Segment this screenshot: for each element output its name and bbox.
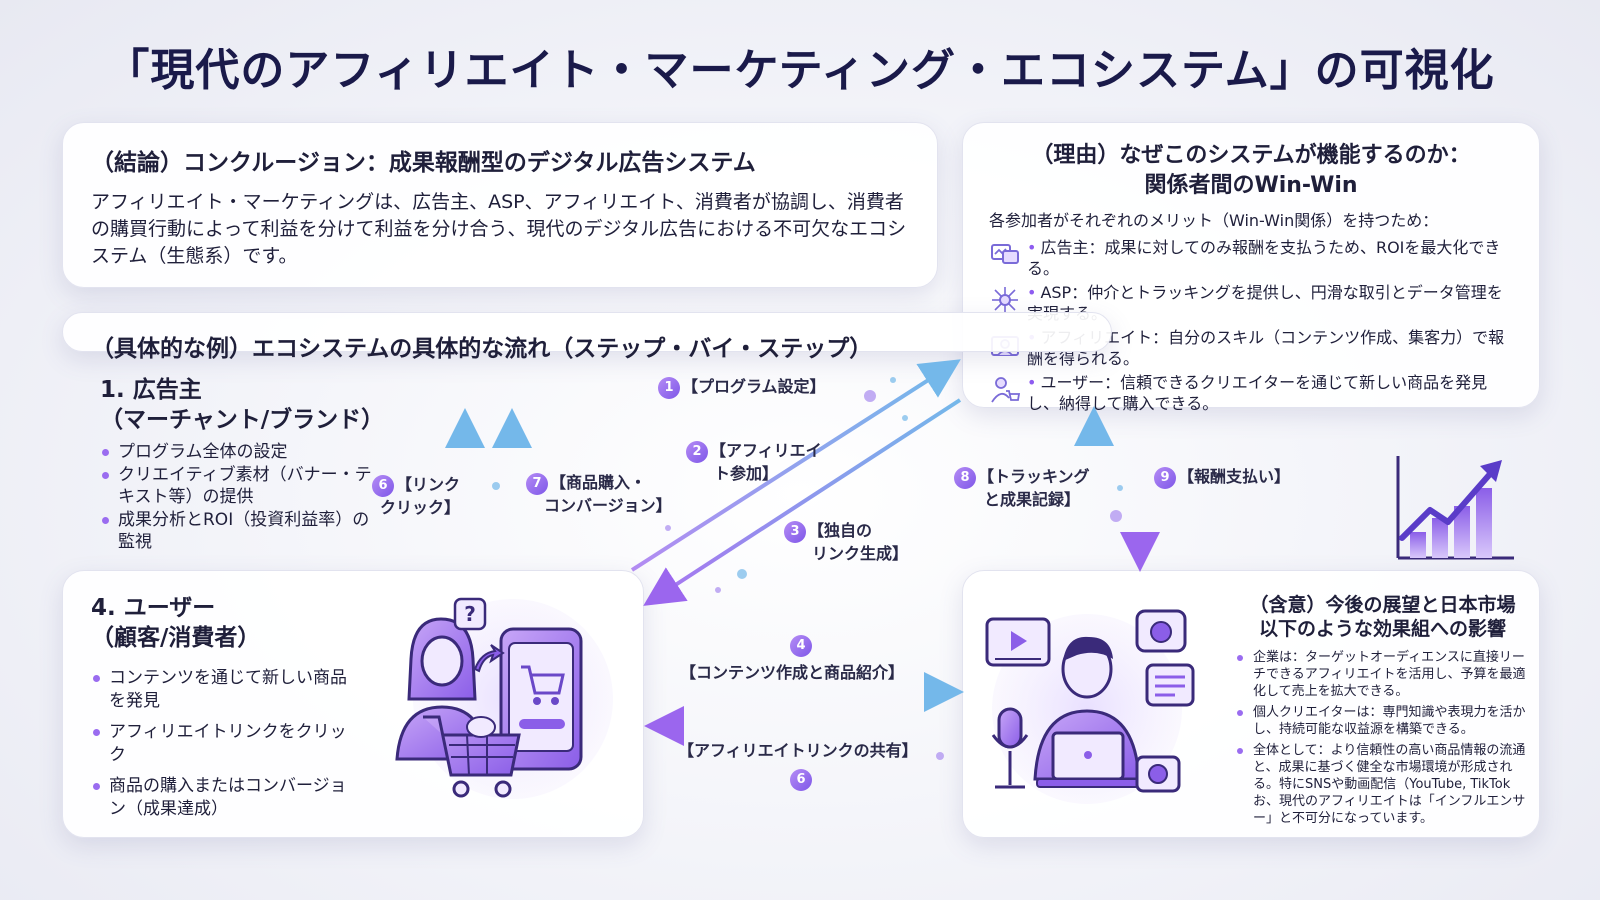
step8-label: 8【トラッキング と成果記録】 (954, 466, 1090, 510)
step7-text1: 【商品購入・ (550, 473, 647, 492)
step1-number: 1 (658, 377, 680, 399)
implication-heading: （含意）今後の展望と日本市場 以下のような効果組への影響 (1235, 593, 1530, 641)
question-mark: ? (464, 602, 476, 626)
step8-number: 8 (954, 467, 976, 489)
creator-illustration (985, 609, 1195, 804)
list-item: プログラム全体の設定 (100, 441, 380, 463)
network-icon (992, 287, 1018, 313)
list-item: アフィリエイトリンクをクリック (91, 721, 361, 767)
step4-number-wrap: 4 (790, 634, 814, 657)
step3-text2: リンク生成】 (812, 544, 909, 563)
camera-small-icon (1135, 755, 1181, 793)
list-item: 個人クリエイターは：専門知識や表現力を活かし、持続可能な収益源を構築できる。 (1235, 704, 1530, 738)
step2-text1: 【アフィリエイ (710, 441, 822, 460)
step6-share-number: 6 (790, 769, 812, 791)
reason-item-advertiser: •広告主：成果に対してのみ報酬を支払うため、ROIを最大化できる。 (989, 237, 1513, 279)
implication-text: （含意）今後の展望と日本市場 以下のような効果組への影響 企業は：ターゲットオー… (1235, 593, 1530, 831)
step3-text1: 【独自の (808, 521, 873, 540)
question-bubble-icon: ? (453, 597, 487, 631)
conclusion-card: （結論）コンクルージョン：成果報酬型のデジタル広告システム アフィリエイト・マー… (62, 122, 938, 288)
camera-icon (1135, 609, 1187, 653)
microphone-icon (991, 707, 1029, 789)
step6-click-text1: 【リンク (396, 475, 461, 494)
conclusion-body: アフィリエイト・マーケティングは、広告主、ASP、アフィリエイト、消費者が協調し… (91, 191, 907, 267)
implication-card: （含意）今後の展望と日本市場 以下のような効果組への影響 企業は：ターゲットオー… (962, 570, 1540, 838)
list-item: 成果分析とROI（投資利益率）の監視 (100, 509, 380, 553)
arrow-icon (473, 644, 505, 673)
step1-text: 【プログラム設定】 (682, 377, 826, 396)
user-subtitle: （顧客/消費者） (91, 625, 261, 651)
step4-number: 4 (790, 635, 812, 657)
implication-heading-line2: 以下のような効果組への影響 (1258, 618, 1506, 640)
step2-label: 2【アフィリエイ ト参加】 (686, 440, 822, 484)
reason-item-text: 広告主：成果に対してのみ報酬を支払うため、ROIを最大化できる。 (1027, 238, 1501, 278)
list-item: 企業は：ターゲットオーディエンスに直接リーチできるアフィリエイトを活用し、予算を… (1235, 649, 1530, 700)
step2-number: 2 (686, 441, 708, 463)
reason-item-text: ユーザー：信頼できるクリエイターを通じて新しい商品を発見し、納得して購入できる。 (1027, 373, 1488, 413)
step8-text2: と成果記録】 (984, 490, 1081, 509)
list-item: 商品の購入またはコンバージョン（成果達成） (91, 775, 361, 821)
step7-label: 7【商品購入・ コンバージョン】 (526, 472, 672, 516)
advertiser-subtitle: （マーチャント/ブランド） (100, 407, 385, 433)
reason-heading: （理由）なぜこのシステムが機能するのか： 関係者間のWin-Win (989, 141, 1513, 201)
reason-item-user: •ユーザー：信頼できるクリエイターを通じて新しい商品を発見し、納得して購入できる… (989, 372, 1513, 414)
step4-label: 【コンテンツ作成と商品紹介】 (680, 663, 905, 682)
step9-text: 【報酬支払い】 (1178, 467, 1291, 486)
implication-heading-line1: （含意）今後の展望と日本市場 (1249, 594, 1516, 616)
user-card: 4. ユーザー （顧客/消費者） コンテンツを通じて新しい商品を発見 アフィリエ… (62, 570, 644, 838)
step6-click-text2: クリック】 (380, 498, 461, 517)
reason-heading-line2: 関係者間のWin-Win (1144, 173, 1358, 198)
step6-click-label: 6【リンク クリック】 (372, 474, 460, 518)
step6-share-label: 【アフィリエイトリンクの共有】 (678, 741, 918, 760)
implication-list: 企業は：ターゲットオーディエンスに直接リーチできるアフィリエイトを活用し、予算を… (1235, 649, 1530, 827)
step3-number: 3 (784, 521, 806, 543)
conclusion-heading: （結論）コンクルージョン：成果報酬型のデジタル広告システム (91, 150, 756, 176)
video-player-icon (985, 617, 1051, 667)
example-heading-bar: （具体的な例）エコシステムの具体的な流れ（ステップ・バイ・ステップ） (62, 312, 1112, 362)
growth-chart-icon (1396, 456, 1514, 560)
step3-label: 3【独自の リンク生成】 (784, 520, 908, 564)
list-item: クリエイティブ素材（バナー・テキスト等）の提供 (100, 464, 380, 508)
advertiser-block: 1. 広告主 （マーチャント/ブランド） プログラム全体の設定 クリエイティブ素… (100, 375, 384, 554)
step2-text2: ト参加】 (714, 464, 779, 483)
shopper-illustration: ? (395, 597, 613, 799)
advertiser-title: 1. 広告主 （マーチャント/ブランド） (100, 375, 384, 435)
page-title: 「現代のアフィリエイト・マーケティング・エコシステム」の可視化 (105, 45, 1495, 96)
step6-click-number: 6 (372, 475, 394, 497)
reason-card: （理由）なぜこのシステムが機能するのか： 関係者間のWin-Win 各参加者がそ… (962, 122, 1540, 413)
reason-item-text: アフィリエイト：自分のスキル（コンテンツ作成、集客力）で報酬を得られる。 (1027, 328, 1505, 368)
cart-icon (423, 715, 521, 798)
list-item: コンテンツを通じて新しい商品を発見 (91, 667, 361, 713)
step9-label: 9【報酬支払い】 (1154, 466, 1290, 489)
laptop-icon (1036, 731, 1140, 788)
user-title: 4. ユーザー （顧客/消費者） (91, 593, 615, 653)
step1-label: 1【プログラム設定】 (658, 376, 826, 399)
step8-text1: 【トラッキング (978, 467, 1090, 486)
reason-intro: 各参加者がそれぞれのメリット（Win-Win関係）を持つため： (989, 211, 1439, 230)
example-heading: （具体的な例）エコシステムの具体的な流れ（ステップ・バイ・ステップ） (91, 336, 873, 362)
reason-heading-line1: （理由）なぜこのシステムが機能するのか： (1031, 143, 1471, 168)
list-item: 全体として：より信頼性の高い商品情報の流通と、成果に基づく健全な市場環境が形成さ… (1235, 742, 1530, 827)
step7-text2: コンバージョン】 (544, 496, 672, 515)
step9-number: 9 (1154, 467, 1176, 489)
user-list: コンテンツを通じて新しい商品を発見 アフィリエイトリンクをクリック 商品の購入ま… (91, 667, 361, 821)
user-cart-icon (991, 377, 1021, 403)
document-icon (1145, 663, 1195, 707)
step7-number: 7 (526, 473, 548, 495)
advertiser-list: プログラム全体の設定 クリエイティブ素材（バナー・テキスト等）の提供 成果分析と… (100, 441, 380, 553)
advertiser-title-text: 1. 広告主 (100, 377, 202, 403)
step6-share-number-wrap: 6 (790, 768, 814, 791)
arrow-step3-diagonal (643, 398, 962, 606)
phone-icon (499, 627, 583, 771)
user-title-text: 4. ユーザー (91, 595, 216, 621)
advertiser-icon (991, 244, 1019, 264)
